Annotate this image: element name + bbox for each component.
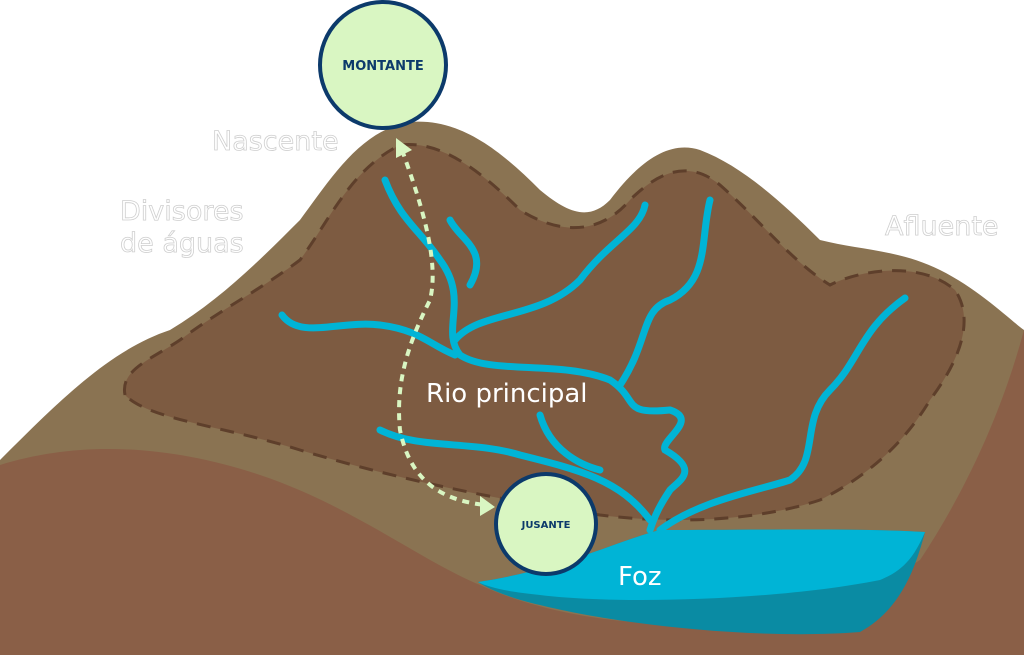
tributary <box>451 201 649 344</box>
label-divisores-2: de águas <box>120 228 244 259</box>
jusante-label: JUSANTE <box>521 520 571 531</box>
afluente-river <box>656 294 909 534</box>
jusante-badge: JUSANTE <box>494 472 598 576</box>
montante-label: MONTANTE <box>342 59 423 74</box>
label-divisores-1: Divisores <box>120 196 244 227</box>
montante-badge: MONTANTE <box>318 0 448 130</box>
tributary <box>616 196 714 389</box>
tributary <box>278 311 459 359</box>
tributary <box>376 426 654 524</box>
label-rio-principal: Rio principal <box>426 379 588 409</box>
river-network <box>278 176 909 534</box>
tributary <box>446 216 481 289</box>
label-foz: Foz <box>618 562 662 592</box>
ground <box>0 330 1024 655</box>
arrowhead-right <box>480 496 495 516</box>
water-surface <box>478 529 925 600</box>
label-nascente: Nascente <box>212 126 339 157</box>
flow-arrow <box>397 149 486 507</box>
arrowhead-up <box>396 138 412 158</box>
label-afluente: Afluente <box>885 211 999 242</box>
tributary <box>536 411 604 474</box>
